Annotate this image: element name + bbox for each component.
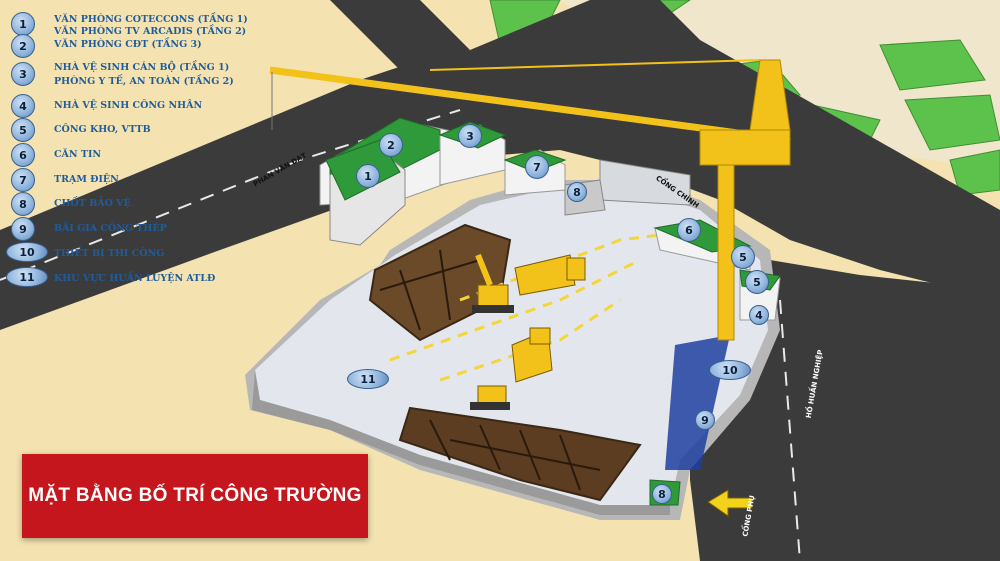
legend-label: BÃI GIA CÔNG THÉP bbox=[54, 223, 167, 234]
legend-label: NHÀ VỆ SINH CÔNG NHÂN bbox=[54, 100, 203, 111]
page-title: MẶT BẰNG BỐ TRÍ CÔNG TRƯỜNG bbox=[28, 485, 362, 506]
legend-badge: 7 bbox=[11, 168, 35, 192]
legend-badge: 1 bbox=[11, 12, 35, 36]
map-marker-2: 2 bbox=[379, 133, 403, 157]
legend-badge: 2 bbox=[11, 34, 35, 58]
dump-truck-icon bbox=[514, 254, 586, 296]
legend-label: NHÀ VỆ SINH CÁN BỘ (TẦNG 1) bbox=[54, 62, 230, 73]
map-marker-6: 6 bbox=[677, 218, 701, 242]
legend-badge: 4 bbox=[11, 94, 35, 118]
dump-truck-icon bbox=[511, 327, 553, 383]
legend-badge: 8 bbox=[11, 192, 35, 216]
map-marker-9: 9 bbox=[695, 410, 715, 430]
map-marker-5-lower: 5 bbox=[745, 270, 769, 294]
map-marker-8-top: 8 bbox=[567, 182, 587, 202]
legend-label: TRẠM ĐIỆN bbox=[54, 174, 119, 185]
legend-label: VĂN PHÒNG CĐT (TẦNG 3) bbox=[54, 39, 202, 50]
tower-crane-icon bbox=[269, 59, 791, 341]
bulldozer-icon bbox=[470, 385, 510, 410]
legend-badge: 9 bbox=[11, 217, 35, 241]
legend-badge: 5 bbox=[11, 118, 35, 142]
title-banner: MẶT BẰNG BỐ TRÍ CÔNG TRƯỜNG bbox=[22, 454, 368, 538]
map-marker-1: 1 bbox=[356, 164, 380, 188]
map-marker-3: 3 bbox=[458, 124, 482, 148]
legend-label: VĂN PHÒNG COTECCONS (TẦNG 1) bbox=[54, 14, 248, 25]
legend-badge: 3 bbox=[11, 62, 35, 86]
map-marker-8-bottom: 8 bbox=[652, 484, 672, 504]
legend-label: THIẾT BỊ THI CÔNG bbox=[54, 248, 165, 259]
map-marker-4: 4 bbox=[749, 305, 769, 325]
legend-badge: 10 bbox=[6, 242, 48, 262]
legend-label: CHỐT BẢO VỆ bbox=[54, 198, 131, 209]
map-marker-7: 7 bbox=[525, 155, 549, 179]
legend-label: VĂN PHÒNG TV ARCADIS (TẦNG 2) bbox=[54, 26, 247, 37]
map-marker-11: 11 bbox=[347, 369, 389, 389]
legend-badge: 6 bbox=[11, 143, 35, 167]
legend-label: CÔNG KHO, VTTB bbox=[54, 124, 151, 135]
excavator-icon bbox=[472, 253, 514, 313]
legend-label: PHÒNG Y TẾ, AN TOÀN (TẦNG 2) bbox=[54, 76, 234, 87]
map-marker-10: 10 bbox=[709, 360, 751, 380]
arrow-icon bbox=[707, 489, 753, 517]
legend-label: CĂN TIN bbox=[54, 149, 102, 160]
map-marker-5-upper: 5 bbox=[731, 245, 755, 269]
legend-label: KHU VỰC HUẤN LUYỆN ATLĐ bbox=[54, 273, 216, 284]
legend-badge: 11 bbox=[6, 267, 48, 287]
